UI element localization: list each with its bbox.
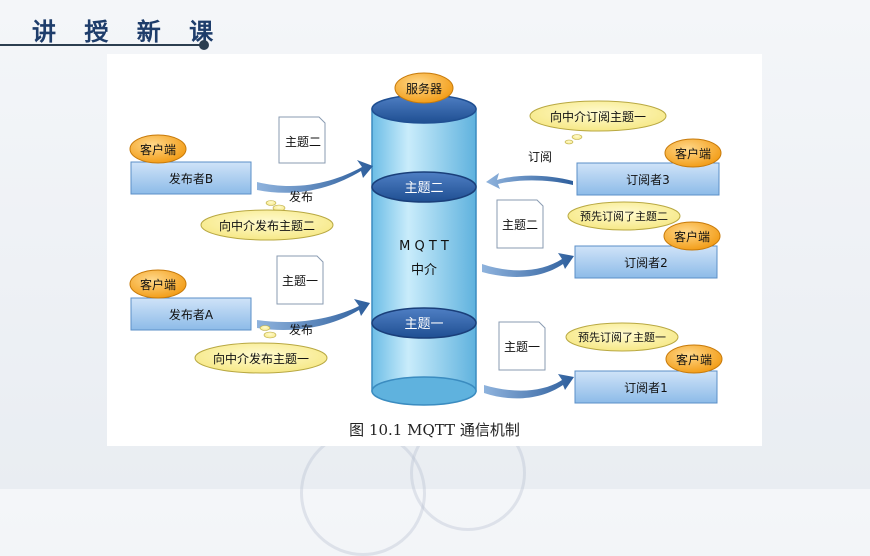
- deliver-arrow-1: [484, 374, 574, 399]
- subscriber-1-name: 订阅者1: [624, 381, 668, 395]
- publisher-a-action: 发布: [289, 322, 313, 337]
- publisher-b-bubble: 向中介发布主题二: [200, 209, 334, 241]
- figure-caption: 图 10.1 MQTT 通信机制: [349, 421, 520, 439]
- subscriber-3-bubble: 向中介订阅主题一: [529, 100, 667, 145]
- publisher-a-doc: 主题一: [276, 255, 324, 305]
- subscriber-2-bubble-text: 预先订阅了主题二: [580, 210, 668, 223]
- publish-arrow-b: [257, 160, 373, 193]
- subscriber-1-bubble: 预先订阅了主题一: [565, 322, 679, 352]
- publish-arrow-a: [257, 299, 370, 330]
- broker-topic-top-label: 主题二: [404, 181, 443, 196]
- subscriber-2: 订阅者2 客户端: [574, 221, 721, 279]
- subscriber-3-client-tag: 客户端: [675, 146, 711, 161]
- subscriber-2-bubble: 预先订阅了主题二: [567, 201, 681, 231]
- background-decoration: [300, 430, 426, 556]
- publisher-b-action: 发布: [289, 189, 313, 204]
- publisher-b: 发布者B 客户端: [129, 134, 252, 195]
- publisher-b-doc: 主题二: [278, 116, 326, 164]
- publisher-a-bubble: 向中介发布主题一: [194, 342, 328, 374]
- broker-ring-topic-2: 主题二: [371, 171, 477, 203]
- subscriber-3-name: 订阅者3: [626, 173, 670, 187]
- subscriber-1-bubble-text: 预先订阅了主题一: [578, 331, 666, 344]
- publisher-a-bubble-text: 向中介发布主题一: [213, 351, 309, 366]
- subscriber-1-doc-label: 主题一: [504, 340, 540, 354]
- subscriber-1-doc: 主题一: [498, 321, 546, 371]
- mqtt-diagram: 主题二 主题一 M Q T T 中介 服务器 发布者B 客户端 主题二 发布 向…: [129, 72, 723, 406]
- publisher-a-name: 发布者A: [169, 307, 214, 322]
- subscriber-2-name: 订阅者2: [624, 256, 668, 270]
- broker-label-middle: 中介: [411, 263, 437, 278]
- broker-topic-bottom-label: 主题一: [404, 317, 443, 332]
- title-dot: [199, 40, 209, 50]
- publisher-b-doc-label: 主题二: [285, 135, 321, 149]
- broker-ring-topic-1: 主题一: [371, 307, 477, 339]
- publisher-b-client-tag: 客户端: [140, 142, 176, 157]
- publisher-b-bubble-text: 向中介发布主题二: [219, 218, 315, 233]
- publisher-b-name: 发布者B: [169, 171, 213, 186]
- subscriber-3: 订阅者3 客户端: [576, 138, 722, 196]
- subscriber-2-client-tag: 客户端: [674, 229, 710, 244]
- subscriber-1: 订阅者1 客户端: [574, 344, 723, 404]
- publisher-a-client-tag: 客户端: [140, 277, 176, 292]
- subscriber-2-doc: 主题二: [496, 199, 544, 249]
- figure-panel: 主题二 主题一 M Q T T 中介 服务器 发布者B 客户端 主题二 发布 向…: [107, 54, 762, 446]
- subscribe-arrow-3: [486, 173, 573, 189]
- server-tag: 服务器: [394, 72, 454, 104]
- subscriber-3-bubble-text: 向中介订阅主题一: [550, 109, 646, 124]
- slide-title: 讲 授 新 课: [32, 18, 224, 46]
- subscriber-3-action: 订阅: [528, 150, 552, 164]
- publisher-a: 发布者A 客户端: [129, 269, 252, 331]
- subscriber-2-doc-label: 主题二: [502, 218, 538, 232]
- deliver-arrow-2: [482, 253, 574, 277]
- server-label: 服务器: [406, 81, 442, 96]
- subscriber-1-client-tag: 客户端: [676, 352, 712, 367]
- publisher-a-thought-dots: [259, 325, 277, 339]
- title-underline: [0, 44, 200, 46]
- publisher-b-thought-dots: [265, 200, 286, 212]
- publisher-a-doc-label: 主题一: [282, 274, 318, 288]
- broker-label-mqtt: M Q T T: [399, 239, 449, 254]
